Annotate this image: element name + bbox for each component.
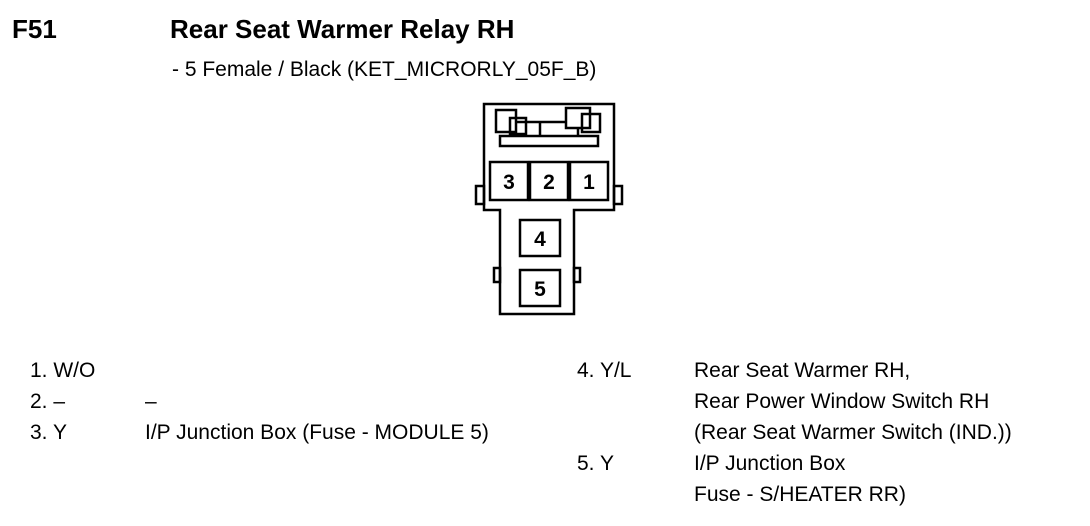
latch-box-left <box>494 108 518 134</box>
latch-box-right <box>564 106 592 130</box>
pin-2-number: 2. – <box>30 390 66 413</box>
pin-cell-2 <box>528 160 570 202</box>
side-tab-lower-left <box>492 266 502 284</box>
pin-cell-3 <box>488 160 530 202</box>
connector-diagram: 3 2 1 4 5 <box>474 102 624 316</box>
latch-box-left-inner <box>508 116 528 136</box>
pin-label-4: 4 <box>534 228 546 251</box>
pin-label-1: 1 <box>583 171 595 194</box>
latch-box-right-inner <box>580 112 602 134</box>
pin-3-number: 3. Y <box>30 421 67 444</box>
pin-4-description-line: (Rear Seat Warmer Switch (IND.)) <box>694 421 1012 444</box>
pin-label-3: 3 <box>503 171 515 194</box>
pin-4-description-line: Rear Power Window Switch RH <box>694 390 990 413</box>
pin-5-description-line: I/P Junction Box <box>694 452 846 475</box>
pin-4-description-line: Rear Seat Warmer RH, <box>694 359 911 382</box>
pin-2-description: – <box>145 390 157 413</box>
pin-cell-4 <box>518 218 562 258</box>
connector-title: Rear Seat Warmer Relay RH <box>170 14 515 44</box>
side-tab-right <box>612 184 624 206</box>
pin-3-description: I/P Junction Box (Fuse - MODULE 5) <box>145 421 489 444</box>
latch-bar <box>498 134 600 148</box>
side-tab-lower-right <box>572 266 582 284</box>
pin-cell-5 <box>518 268 562 308</box>
pin-5-number: 5. Y <box>577 452 614 475</box>
connector-subtitle: - 5 Female / Black (KET_MICRORLY_05F_B) <box>172 58 597 81</box>
connector-housing <box>482 102 616 316</box>
side-tab-left <box>474 184 486 206</box>
pin-4-number: 4. Y/L <box>577 359 632 382</box>
pin-label-5: 5 <box>534 278 546 301</box>
pin-cell-1 <box>568 160 610 202</box>
pin-5-description-line: Fuse - S/HEATER RR) <box>694 483 906 506</box>
connector-code: F51 <box>12 14 57 44</box>
pin-1-number: 1. W/O <box>30 359 96 382</box>
pin-label-2: 2 <box>543 171 555 194</box>
